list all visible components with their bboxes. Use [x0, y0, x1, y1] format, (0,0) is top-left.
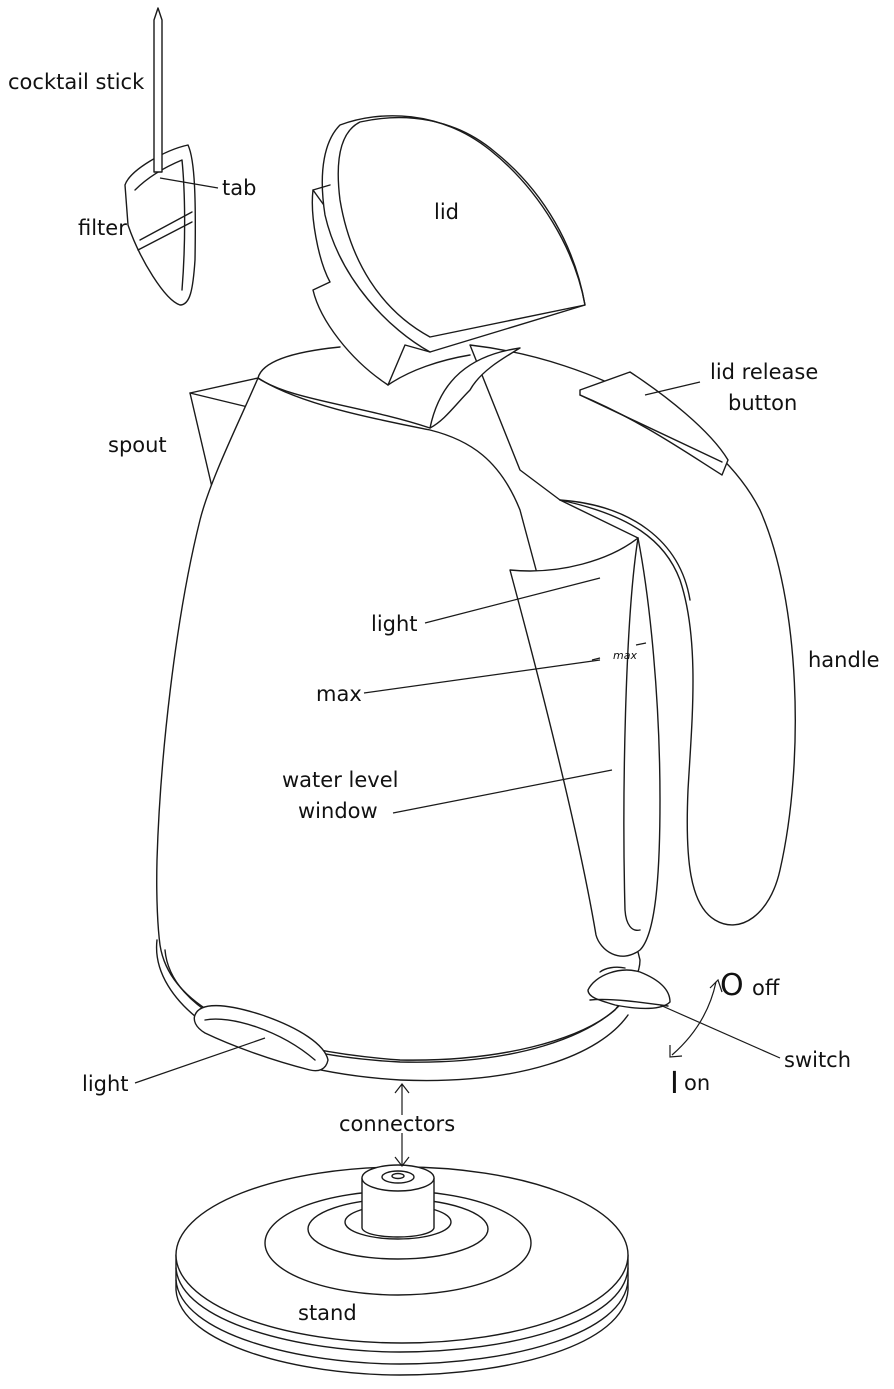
connector-post [362, 1165, 434, 1237]
label-water-level-window-line1: water level [282, 768, 398, 792]
label-light-base: light [82, 1072, 129, 1096]
label-light-window: light [371, 612, 418, 636]
max-mark: max [613, 649, 637, 662]
label-cocktail-stick: cocktail stick [8, 70, 145, 94]
label-switch: switch [784, 1048, 851, 1072]
off-symbol: O [720, 968, 744, 1003]
label-lid: lid [434, 200, 459, 224]
label-stand: stand [298, 1301, 357, 1325]
switch-direction-arrow [670, 980, 722, 1057]
label-spout: spout [108, 433, 167, 457]
label-tab: tab [222, 176, 256, 200]
label-lid-release-button-line2: button [728, 391, 797, 415]
kettle-lid [312, 116, 585, 385]
cocktail-stick [154, 8, 162, 172]
on-symbol: I [670, 1066, 679, 1101]
label-max: max [316, 682, 362, 706]
label-filter: filter [78, 216, 127, 240]
label-lid-release-button-line1: lid release [710, 360, 818, 384]
label-water-level-window-line2: window [298, 799, 378, 823]
label-off: off [752, 976, 780, 1000]
label-handle: handle [808, 648, 880, 672]
label-connectors: connectors [339, 1112, 455, 1136]
label-on: on [684, 1071, 710, 1095]
